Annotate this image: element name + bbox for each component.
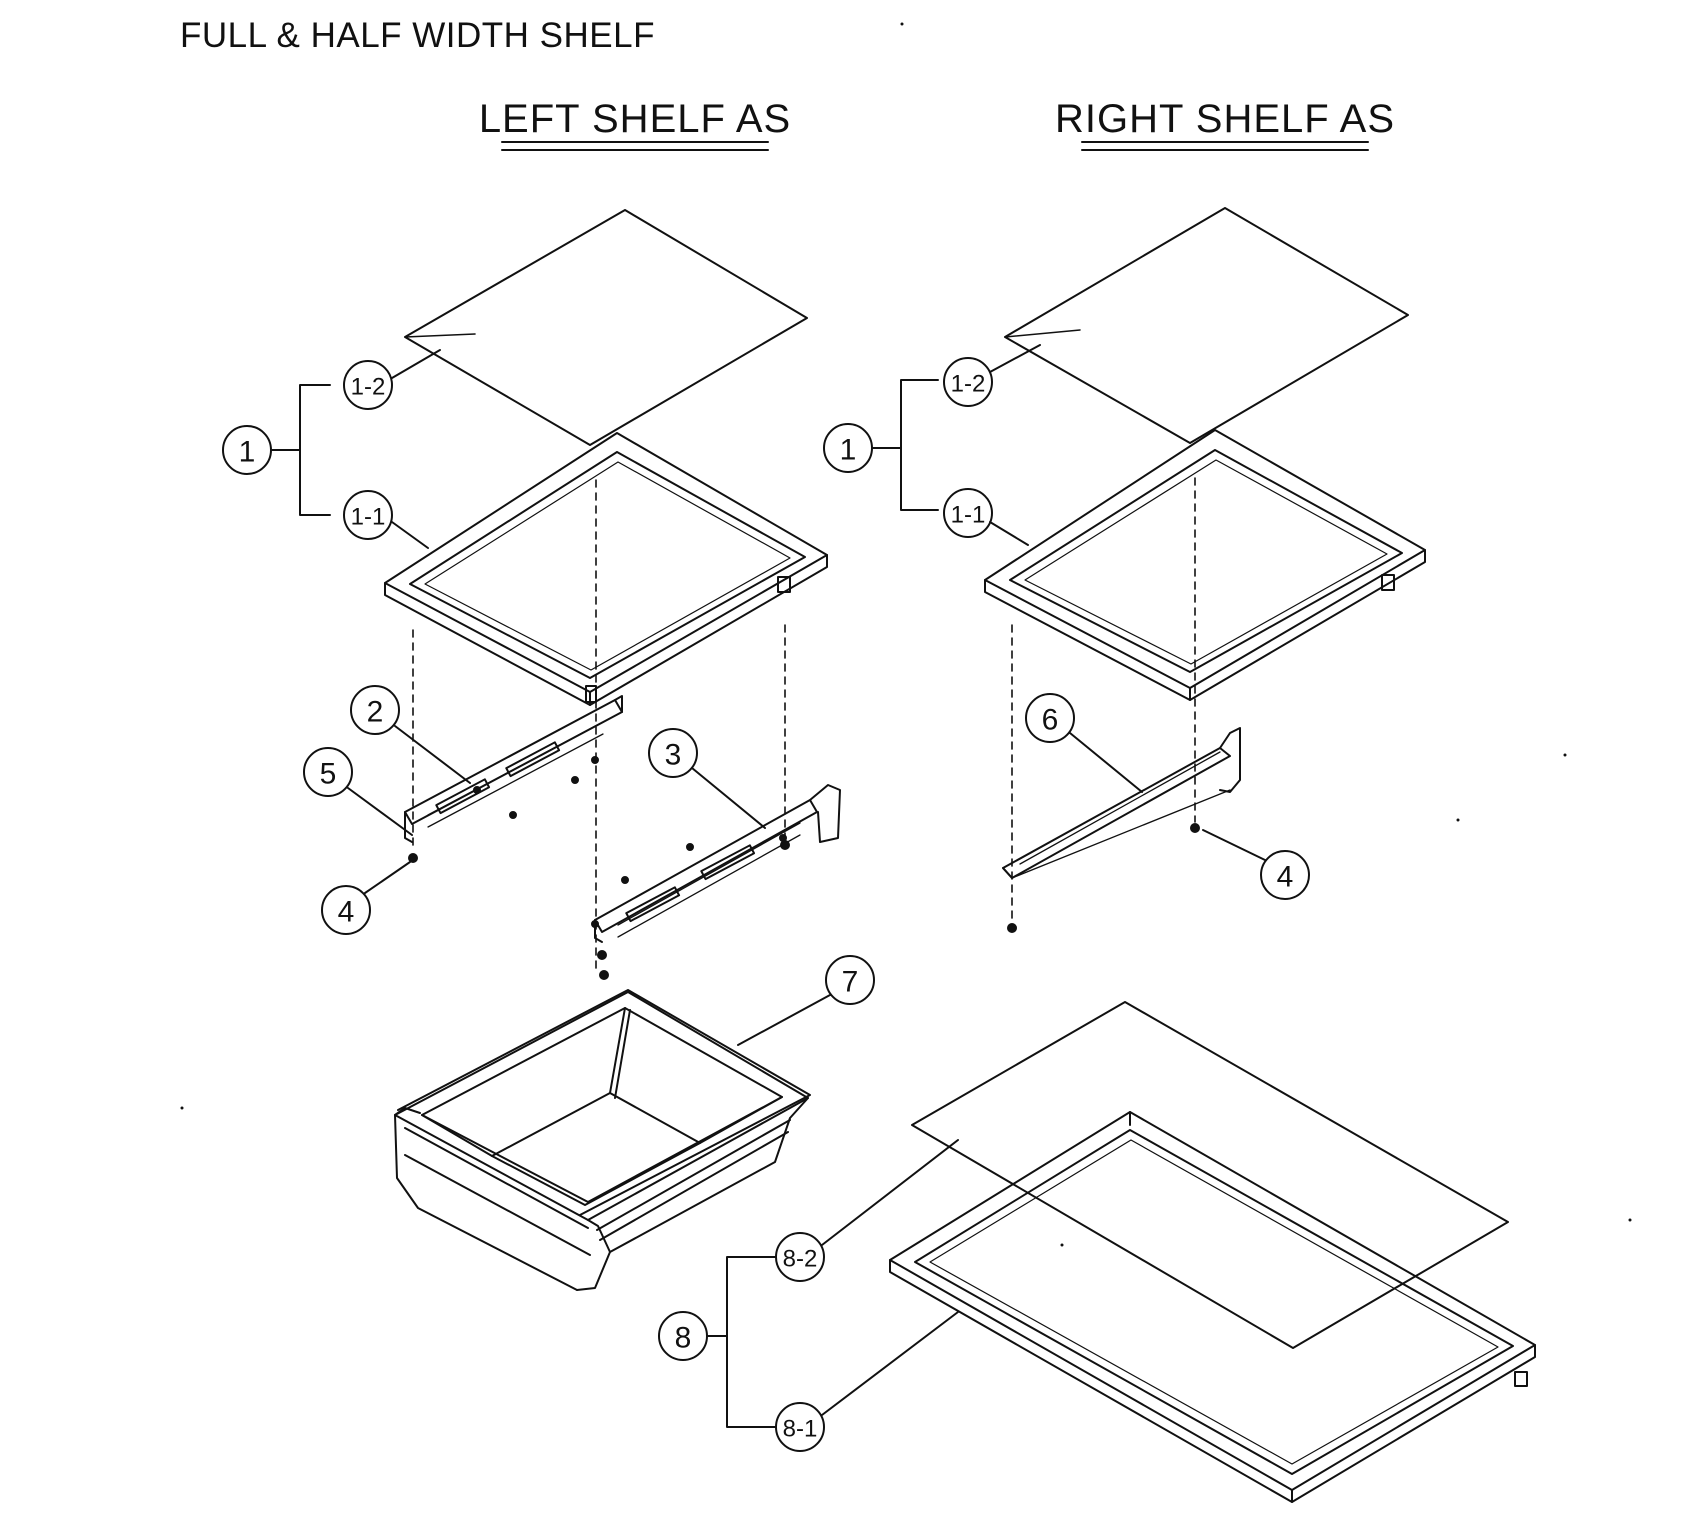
callout-3: 3	[648, 728, 766, 829]
left-bracket-2	[404, 695, 623, 843]
svg-text:1: 1	[239, 436, 256, 469]
right-screws	[1007, 823, 1200, 933]
svg-text:4: 4	[1277, 861, 1294, 894]
callout-1-1-left: 1-1	[343, 490, 429, 549]
left-shelf-frame	[384, 432, 828, 706]
callout-1-left: 1	[222, 384, 331, 516]
svg-text:1-1: 1-1	[951, 502, 986, 529]
svg-text:8-2: 8-2	[783, 1246, 818, 1273]
callout-7: 7	[737, 955, 875, 1046]
left-glass-panel	[404, 209, 808, 446]
svg-text:1-2: 1-2	[951, 371, 986, 398]
full-width-glass-panel	[911, 1001, 1509, 1349]
left-screws	[408, 840, 790, 980]
callout-1-2-right: 1-2	[943, 344, 1041, 407]
callout-4-left: 4	[321, 861, 411, 935]
callout-1-right: 1	[823, 379, 939, 511]
callout-1-1-right: 1-1	[943, 488, 1029, 546]
callout-5: 5	[303, 747, 413, 836]
svg-text:1-1: 1-1	[351, 504, 386, 531]
right-glass-panel	[1004, 207, 1409, 444]
left-bracket-3	[591, 784, 841, 943]
svg-text:5: 5	[320, 758, 337, 791]
callout-1-2-left: 1-2	[343, 349, 441, 410]
callout-6: 6	[1025, 693, 1143, 793]
callout-8: 8	[658, 1256, 776, 1428]
svg-text:7: 7	[842, 966, 859, 999]
svg-text:6: 6	[1042, 704, 1059, 737]
full-width-shelf-frame	[889, 1111, 1536, 1503]
svg-text:8-1: 8-1	[783, 1416, 818, 1443]
right-bracket-6	[1002, 727, 1241, 879]
scan-specks	[180, 22, 1632, 1247]
callout-2: 2	[350, 685, 471, 784]
callout-8-2: 8-2	[775, 1139, 959, 1282]
svg-text:1-2: 1-2	[351, 374, 386, 401]
svg-text:3: 3	[665, 739, 682, 772]
svg-text:2: 2	[367, 696, 384, 729]
callout-8-1: 8-1	[775, 1311, 959, 1452]
right-shelf-heading: RIGHT SHELF AS	[1055, 97, 1395, 141]
right-dashed-guides	[1011, 477, 1196, 921]
callout-4-right: 4	[1202, 829, 1310, 900]
right-shelf-frame	[984, 429, 1426, 701]
crisper-drawer	[394, 989, 811, 1291]
svg-text:8: 8	[675, 1322, 692, 1355]
svg-text:1: 1	[840, 434, 857, 467]
left-shelf-heading: LEFT SHELF AS	[479, 97, 791, 141]
svg-text:4: 4	[338, 896, 355, 929]
page-title: FULL & HALF WIDTH SHELF	[180, 16, 655, 55]
